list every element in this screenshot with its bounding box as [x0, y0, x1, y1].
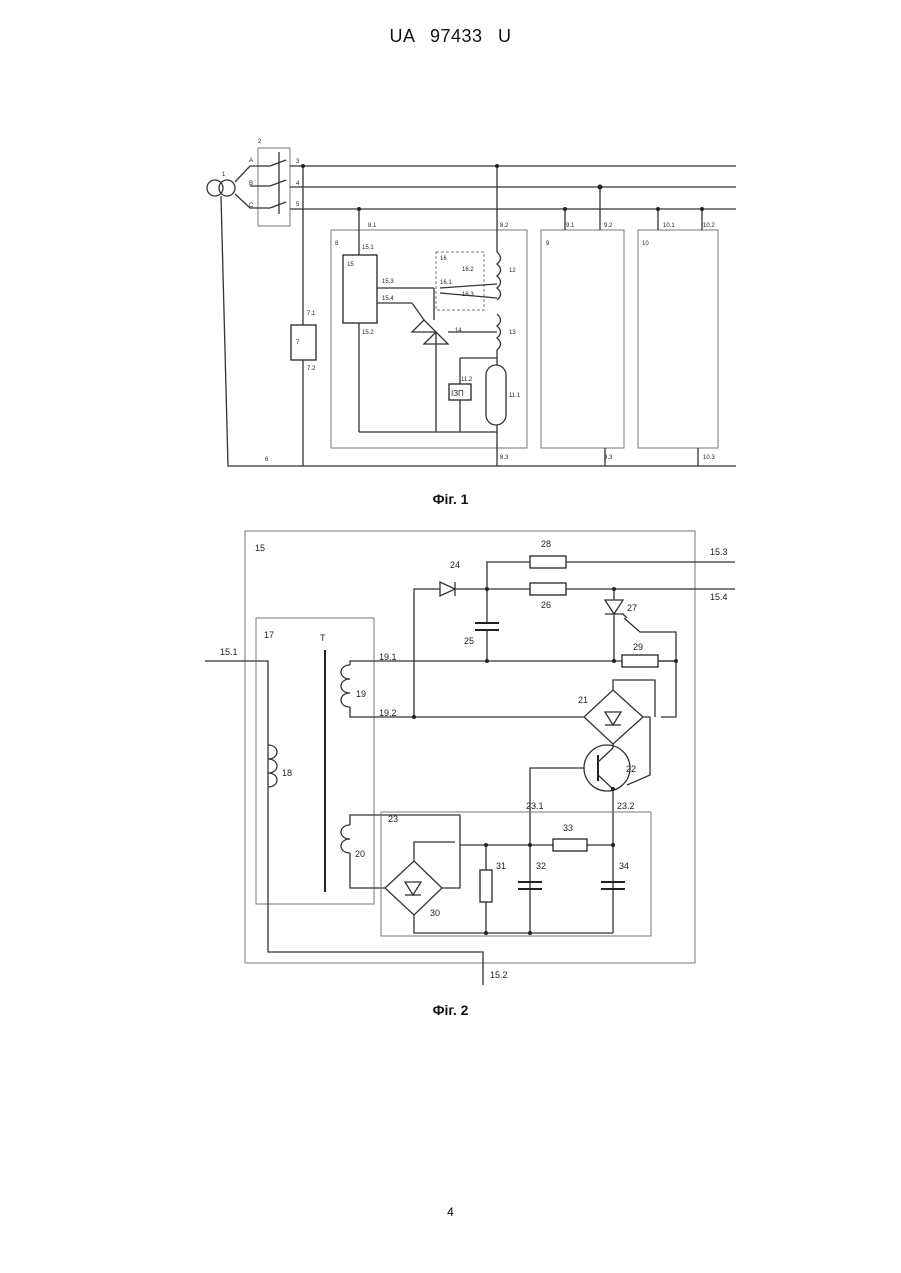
figure-2-caption: Фіг. 2	[0, 1002, 901, 1018]
label-13: 13	[509, 330, 516, 336]
label-izp: ІЗП	[451, 389, 464, 398]
label-29: 29	[633, 642, 643, 652]
label-16-1: 16.1	[440, 280, 452, 286]
label-10: 10	[642, 241, 649, 247]
label-17: 17	[264, 630, 274, 640]
label-30: 30	[430, 908, 440, 918]
label-4: 4	[296, 181, 300, 187]
label-9: 9	[546, 241, 550, 247]
page-number: 4	[0, 1205, 901, 1219]
label-21: 21	[578, 695, 588, 705]
label-15: 15	[347, 262, 354, 268]
label-18: 18	[282, 768, 292, 778]
label-26: 26	[541, 600, 551, 610]
label-f2-15-4: 15.4	[710, 592, 728, 602]
label-9-2: 9.2	[604, 223, 613, 229]
label-t: T	[320, 633, 326, 643]
label-7-2: 7.2	[307, 366, 316, 372]
label-9-3: 9.3	[604, 455, 613, 461]
label-9-1: 9.1	[566, 223, 575, 229]
label-19-1: 19.1	[379, 652, 397, 662]
label-f2-15-3: 15.3	[710, 547, 728, 557]
label-24: 24	[450, 560, 460, 570]
label-10-1: 10.1	[663, 223, 675, 229]
label-34: 34	[619, 861, 629, 871]
label-32: 32	[536, 861, 546, 871]
label-8-3: 8.3	[500, 455, 509, 461]
label-10-2: 10.2	[703, 223, 715, 229]
label-12: 12	[509, 268, 516, 274]
label-16-3: 16.3	[462, 292, 474, 298]
label-16-2: 16.2	[462, 267, 474, 273]
label-a: A	[249, 158, 253, 164]
label-8-2: 8.2	[500, 223, 509, 229]
label-15-2: 15.2	[362, 330, 374, 336]
label-16: 16	[440, 256, 447, 262]
label-10-3: 10.3	[703, 455, 715, 461]
label-19: 19	[356, 689, 366, 699]
label-5: 5	[296, 202, 300, 208]
label-22: 22	[626, 764, 636, 774]
label-23: 23	[388, 814, 398, 824]
label-31: 31	[496, 861, 506, 871]
label-8-1: 8.1	[368, 223, 377, 229]
label-14: 14	[455, 328, 462, 334]
label-33: 33	[563, 823, 573, 833]
label-8: 8	[335, 241, 339, 247]
label-15-4: 15.4	[382, 296, 394, 302]
label-28: 28	[541, 539, 551, 549]
label-b: B	[249, 181, 253, 187]
label-6: 6	[265, 457, 269, 463]
label-f2-15-2: 15.2	[490, 970, 508, 980]
label-1: 1	[222, 172, 226, 178]
label-25: 25	[464, 636, 474, 646]
label-11-1: 11.1	[509, 393, 521, 399]
label-23-1: 23.1	[526, 801, 544, 811]
label-15-1: 15.1	[362, 245, 374, 251]
label-7-1: 7.1	[307, 311, 316, 317]
figure-1-circuit-diagram: 1 2 3 4 5 6 A B C 7 7.1 7.2 8 8.1 8.2 8.…	[0, 0, 901, 490]
label-2: 2	[258, 139, 262, 145]
label-20: 20	[355, 849, 365, 859]
label-23-2: 23.2	[617, 801, 635, 811]
label-27: 27	[627, 603, 637, 613]
label-3: 3	[296, 159, 300, 165]
label-f2-15-1: 15.1	[220, 647, 238, 657]
label-11-2: 11.2	[461, 377, 473, 383]
label-f2-15: 15	[255, 543, 265, 553]
label-15-3: 15.3	[382, 279, 394, 285]
figure-2-circuit-diagram: 15 17 T 18 19 20 19.1 19.2 15.1 15.2 15.…	[0, 500, 901, 1000]
label-c: C	[249, 203, 254, 209]
label-19-2: 19.2	[379, 708, 397, 718]
